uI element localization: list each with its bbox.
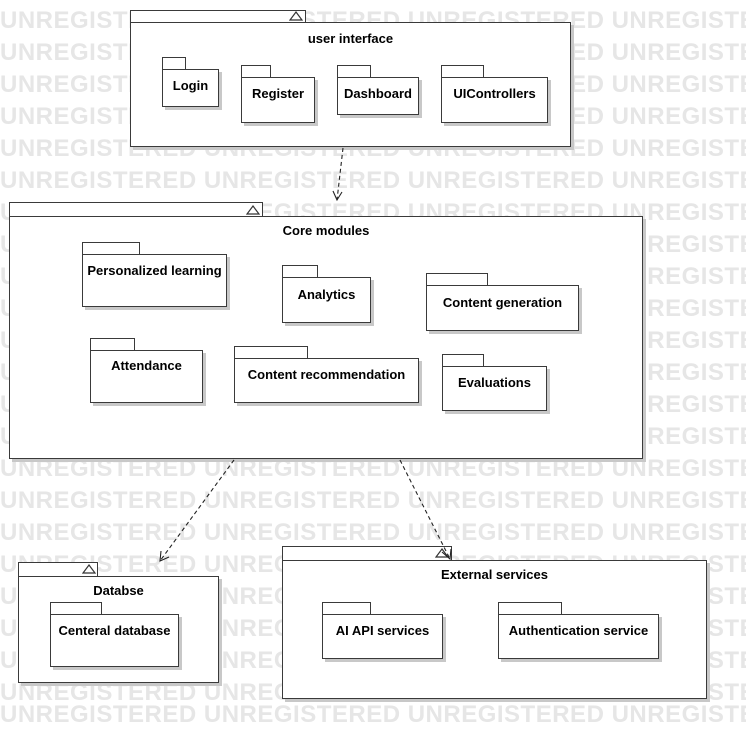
collapse-triangle-icon[interactable] — [289, 11, 303, 21]
module-label: Login — [172, 78, 209, 93]
collapse-triangle-icon[interactable] — [246, 205, 260, 215]
module-body: Attendance — [90, 350, 203, 403]
dependency-core-to-databse — [159, 459, 235, 562]
module-body: AI API services — [322, 614, 443, 659]
module-body: Login — [162, 69, 219, 107]
module-label: Centeral database — [58, 623, 171, 638]
module-label: Analytics — [297, 287, 356, 302]
module-body: Centeral database — [50, 614, 179, 667]
watermark-text: UNREGISTERED UNREGISTERED UNREGISTERED U… — [0, 701, 746, 728]
module-label: Content generation — [442, 295, 563, 310]
dependency-ui-to-core — [332, 147, 344, 202]
module-label: UIControllers — [453, 86, 536, 101]
module-body: UIControllers — [441, 77, 548, 123]
module-label: Personalized learning — [87, 263, 222, 278]
module-body: Authentication service — [498, 614, 659, 659]
watermark-text: UNREGISTERED UNREGISTERED UNREGISTERED U… — [0, 519, 746, 546]
module-label: Dashboard — [344, 86, 412, 101]
collapse-triangle-icon[interactable] — [82, 564, 96, 574]
module-body: Register — [241, 77, 315, 123]
module-label: Attendance — [111, 358, 182, 373]
module-label: Content recommendation — [247, 367, 406, 382]
watermark-text: UNREGISTERED UNREGISTERED UNREGISTERED U… — [0, 487, 746, 514]
package-title: user interface — [307, 31, 394, 46]
module-body: Personalized learning — [82, 254, 227, 307]
module-label: AI API services — [335, 623, 430, 638]
package-title: External services — [441, 567, 548, 582]
dependency-core-to-external — [399, 459, 452, 561]
module-body: Content generation — [426, 285, 579, 331]
module-label: Authentication service — [508, 623, 649, 638]
module-body: Content recommendation — [234, 358, 419, 403]
module-label: Register — [251, 86, 305, 101]
module-body: Dashboard — [337, 77, 419, 115]
module-body: Analytics — [282, 277, 371, 323]
module-body: Evaluations — [442, 366, 547, 411]
package-title: Databse — [93, 583, 144, 598]
watermark-text: UNREGISTERED UNREGISTERED UNREGISTERED U… — [0, 167, 746, 194]
module-label: Evaluations — [458, 375, 531, 390]
watermark-text: UNREGISTERED UNREGISTERED UNREGISTERED U… — [0, 455, 746, 482]
package-title: Core modules — [282, 223, 370, 238]
